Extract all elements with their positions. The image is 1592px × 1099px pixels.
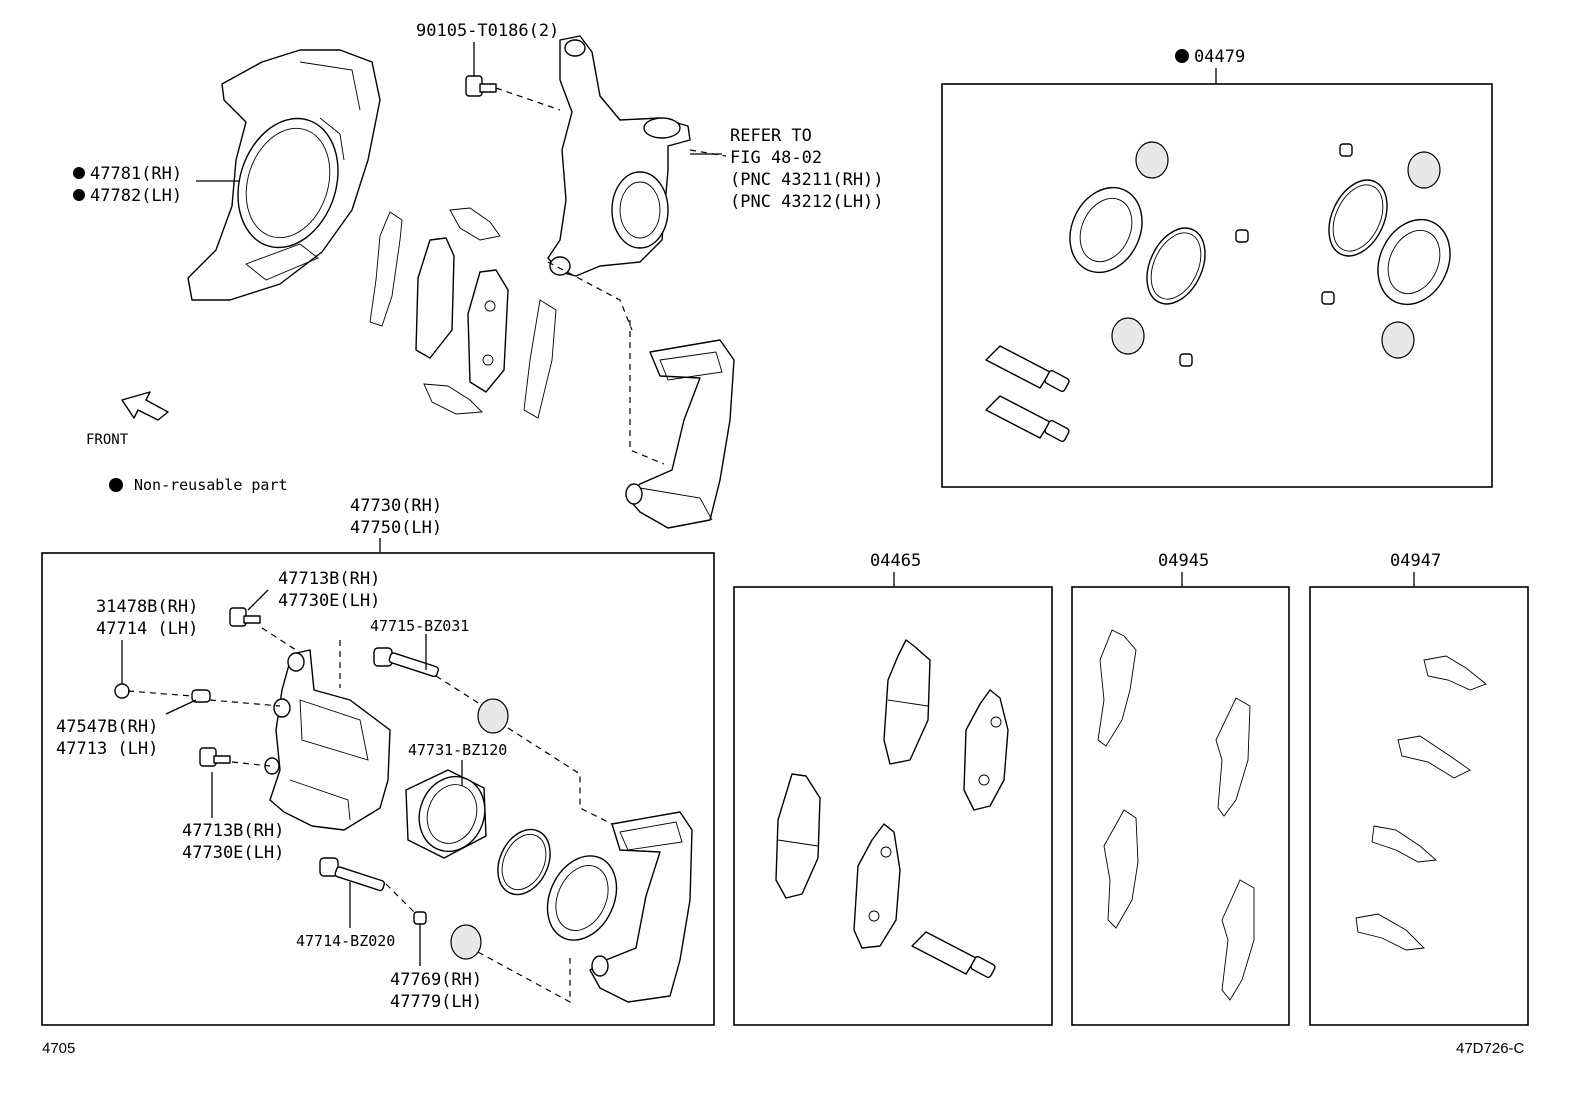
- refer-line-2: FIG 48-02: [730, 148, 822, 168]
- callout-31478b-rh: 31478B(RH): [96, 597, 198, 617]
- callout-47779-lh: 47779(LH): [390, 992, 482, 1012]
- legend-text: Non-reusable part: [134, 476, 288, 494]
- kit-04479-box: 04479: [941, 47, 1493, 488]
- top-caliper-mounting: [625, 320, 735, 529]
- kit-04479-label: 04479: [1194, 47, 1245, 67]
- caliper-rh-label: 47730(RH): [350, 496, 442, 516]
- shield-lh-label: 47782(LH): [90, 186, 182, 206]
- callout-47713b-rh-bottom: 47713B(RH): [182, 821, 284, 841]
- caliper-lh-label: 47750(LH): [350, 518, 442, 538]
- callout-47715: 47715-BZ031: [370, 617, 469, 635]
- shield-rh-label: 47781(RH): [90, 164, 182, 184]
- kit-04947-label: 04947: [1390, 551, 1441, 571]
- kit-04945-box: 04945: [1071, 551, 1290, 1026]
- knuckle-bolt: [465, 42, 561, 111]
- kit-04945-label: 04945: [1158, 551, 1209, 571]
- callout-47713-lh: 47713 (LH): [56, 739, 158, 759]
- refer-line-4: (PNC 43212(LH)): [730, 192, 884, 212]
- callout-47769-rh: 47769(RH): [390, 970, 482, 990]
- steering-knuckle: [547, 35, 727, 331]
- footer-right: 47D726-C: [1456, 1040, 1525, 1057]
- kit-04947-box: 04947: [1309, 551, 1529, 1026]
- legend-dot: [109, 478, 123, 492]
- callout-47730e-lh-bottom: 47730E(LH): [182, 843, 284, 863]
- callout-47731: 47731-BZ120: [408, 741, 507, 759]
- callout-47713b-rh-top: 47713B(RH): [278, 569, 380, 589]
- footer-left: 4705: [42, 1040, 75, 1057]
- front-arrow: [121, 391, 169, 421]
- callout-47730e-lh-top: 47730E(LH): [278, 591, 380, 611]
- callout-47714-bz020: 47714-BZ020: [296, 932, 395, 950]
- dust-shield: [187, 49, 381, 301]
- kit-04465-box: 04465: [733, 551, 1053, 1026]
- front-label: FRONT: [86, 432, 129, 448]
- callout-47547b-rh: 47547B(RH): [56, 717, 158, 737]
- non-reusable-dot: [1175, 49, 1189, 63]
- top-pads-and-shims: [369, 207, 557, 419]
- non-reusable-dot: [73, 189, 85, 201]
- non-reusable-dot: [73, 167, 85, 179]
- bolt-90105-label: 90105-T0186(2): [416, 21, 559, 41]
- refer-line-3: (PNC 43211(RH)): [730, 170, 884, 190]
- callout-47714-lh: 47714 (LH): [96, 619, 198, 639]
- refer-line-1: REFER TO: [730, 126, 812, 146]
- kit-04465-label: 04465: [870, 551, 921, 571]
- caliper-assembly-box: 47713B(RH) 47730E(LH) 31478B(RH) 47714 (…: [41, 552, 715, 1026]
